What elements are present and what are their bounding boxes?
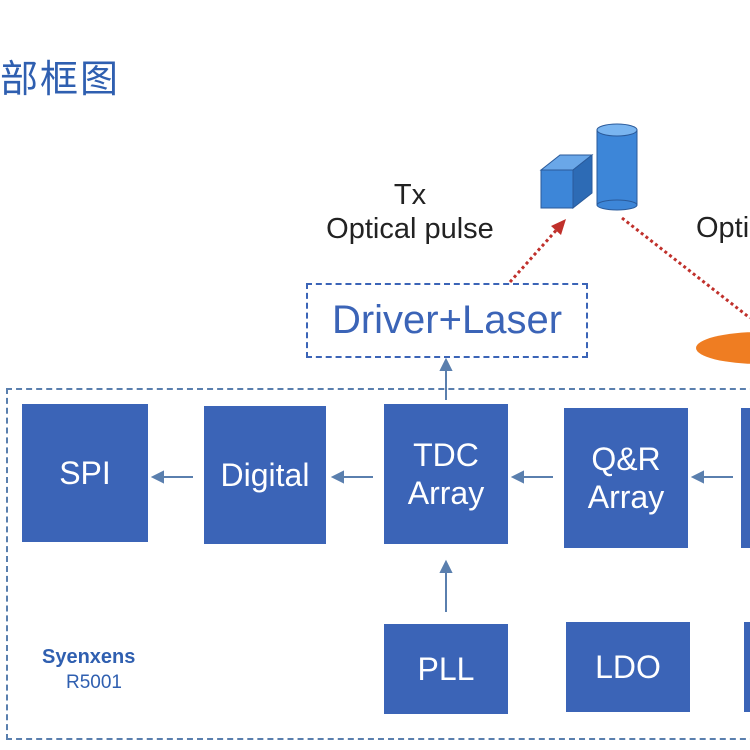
qr-array-block: Q&R Array	[564, 408, 688, 548]
rx-pulse-arrow	[621, 216, 750, 320]
tx-label-line2: Optical pulse	[326, 213, 494, 245]
ldo-label: LDO	[595, 649, 661, 685]
receiver-lens-icon	[696, 332, 750, 364]
tx-pulse-arrow	[508, 219, 566, 283]
tx-label-line1: Tx	[393, 179, 427, 211]
chip-brand: Syenxens	[42, 646, 136, 668]
sensor-block-partial	[741, 408, 750, 548]
tdc-label-line1: TDC	[413, 437, 479, 473]
page-title: 部框图	[0, 57, 121, 101]
pll-label: PLL	[417, 651, 475, 687]
tdc-to-driver-arrow	[439, 357, 453, 400]
spi-block: SPI	[22, 404, 148, 542]
rx-optical-label: Opti	[696, 212, 750, 244]
digital-label: Digital	[220, 457, 310, 493]
ldo-block: LDO	[566, 622, 690, 712]
driver-laser-block: Driver+Laser	[306, 283, 588, 358]
input-to-qr-arrow	[690, 470, 733, 484]
block-partial-right	[744, 622, 750, 712]
chip-boundary	[6, 388, 750, 740]
target-object-icon	[539, 123, 638, 211]
digital-block: Digital	[204, 406, 326, 544]
chip-model: R5001	[66, 672, 122, 693]
spi-label: SPI	[59, 455, 111, 491]
qr-label-line2: Array	[587, 479, 665, 515]
tdc-to-digital-arrow	[330, 470, 373, 484]
pll-to-tdc-arrow	[439, 559, 453, 612]
tx-label: Tx Optical pulse	[325, 178, 495, 246]
tdc-label-line2: Array	[407, 475, 485, 511]
pll-block: PLL	[384, 624, 508, 714]
tdc-array-block: TDC Array	[384, 404, 508, 544]
qr-to-tdc-arrow	[510, 470, 553, 484]
qr-label-line1: Q&R	[591, 441, 661, 477]
digital-to-spi-arrow	[150, 470, 193, 484]
